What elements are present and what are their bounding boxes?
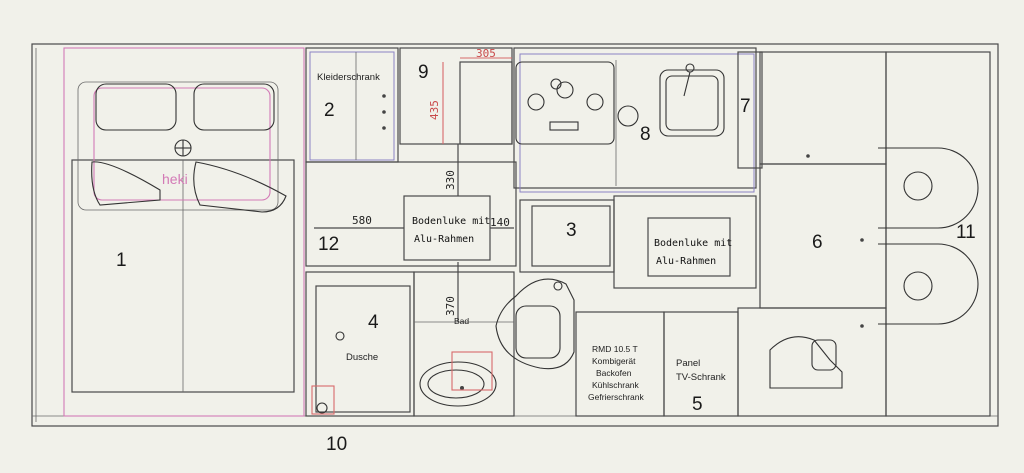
pillow-right: [193, 161, 287, 213]
dim-330: 330: [444, 170, 457, 190]
washbasin: [419, 361, 497, 407]
svg-text:Alu-Rahmen: Alu-Rahmen: [656, 256, 716, 267]
gas-knob-icon: [617, 105, 639, 127]
appliance-tower: RMD 10.5 T Kombigerät Backofen Kühlschra…: [575, 311, 665, 417]
dim-580: 580: [352, 214, 372, 227]
dim-140: 140: [490, 216, 510, 229]
label-2: 2: [324, 100, 335, 121]
storage-3: 3: [519, 199, 615, 273]
svg-text:RMD 10.5 T: RMD 10.5 T: [592, 344, 638, 354]
label-1: 1: [116, 250, 127, 271]
corridor-12: Bodenluke mit Alu-Rahmen 580 140 330 12: [305, 144, 517, 267]
faucet-icon: [685, 63, 695, 73]
floor-hatch-1: [403, 195, 491, 261]
svg-text:Backofen: Backofen: [596, 368, 632, 378]
label-4: 4: [368, 312, 379, 333]
label-11: 11: [956, 222, 976, 243]
shower-4: Dusche 4: [305, 271, 415, 417]
label-8: 8: [640, 124, 651, 145]
label-10: 10: [326, 434, 347, 455]
toilet-icon: [495, 278, 575, 370]
sink: [659, 69, 725, 137]
burner-icon: [527, 93, 545, 111]
vehicle-outline: [31, 43, 999, 427]
bed-pink-outline: [63, 47, 305, 417]
wardrobe: Kleiderschrank 2: [305, 47, 399, 163]
dim-370: 370: [444, 296, 457, 316]
seat-icon: [769, 336, 843, 389]
label-9: 9: [418, 62, 429, 83]
heki-roof-window: [77, 81, 279, 211]
svg-text:Kombigerät: Kombigerät: [592, 356, 636, 366]
dusche-label: Dusche: [346, 352, 378, 363]
kitchen-counter: 8: [513, 47, 757, 193]
kleiderschrank-label: Kleiderschrank: [317, 72, 380, 83]
shower-drain-icon: [335, 331, 345, 341]
gas-stove: [515, 61, 615, 145]
label-7: 7: [740, 96, 751, 117]
svg-text:Alu-Rahmen: Alu-Rahmen: [414, 234, 474, 245]
label-3: 3: [566, 220, 577, 241]
svg-text:Bodenluke mit: Bodenluke mit: [412, 216, 490, 227]
svg-text:Bodenluke mit: Bodenluke mit: [654, 238, 732, 249]
svg-text:Gefrierschrank: Gefrierschrank: [588, 392, 644, 402]
label-5: 5: [692, 394, 703, 415]
burner-icon: [556, 81, 574, 99]
heki-label: heki: [162, 171, 188, 187]
cabinet-7: 7: [737, 51, 763, 169]
panel-tv-5: Panel TV-Schrank 5: [663, 311, 739, 417]
label-12: 12: [318, 234, 339, 255]
rear-area-11: 11: [878, 51, 991, 417]
dinette-6: 6: [737, 51, 887, 417]
tank-lower: [878, 243, 979, 325]
dim-435: 435: [428, 100, 441, 120]
label-6: 6: [812, 232, 823, 253]
burner-icon: [586, 93, 604, 111]
toilet: [495, 278, 575, 370]
pillow-left: [91, 161, 161, 206]
bad-label: Bad: [454, 316, 469, 326]
bed-area: heki 1: [63, 47, 305, 417]
svg-text:TV-Schrank: TV-Schrank: [676, 372, 726, 383]
floor-hatch-2: Bodenluke mit Alu-Rahmen: [613, 195, 757, 289]
tank-upper: [878, 147, 979, 229]
svg-text:Panel: Panel: [676, 358, 700, 369]
dim-305: 305: [476, 47, 496, 60]
cabinet-9: 305 435 9: [399, 47, 513, 145]
svg-text:Kühlschrank: Kühlschrank: [592, 380, 640, 390]
